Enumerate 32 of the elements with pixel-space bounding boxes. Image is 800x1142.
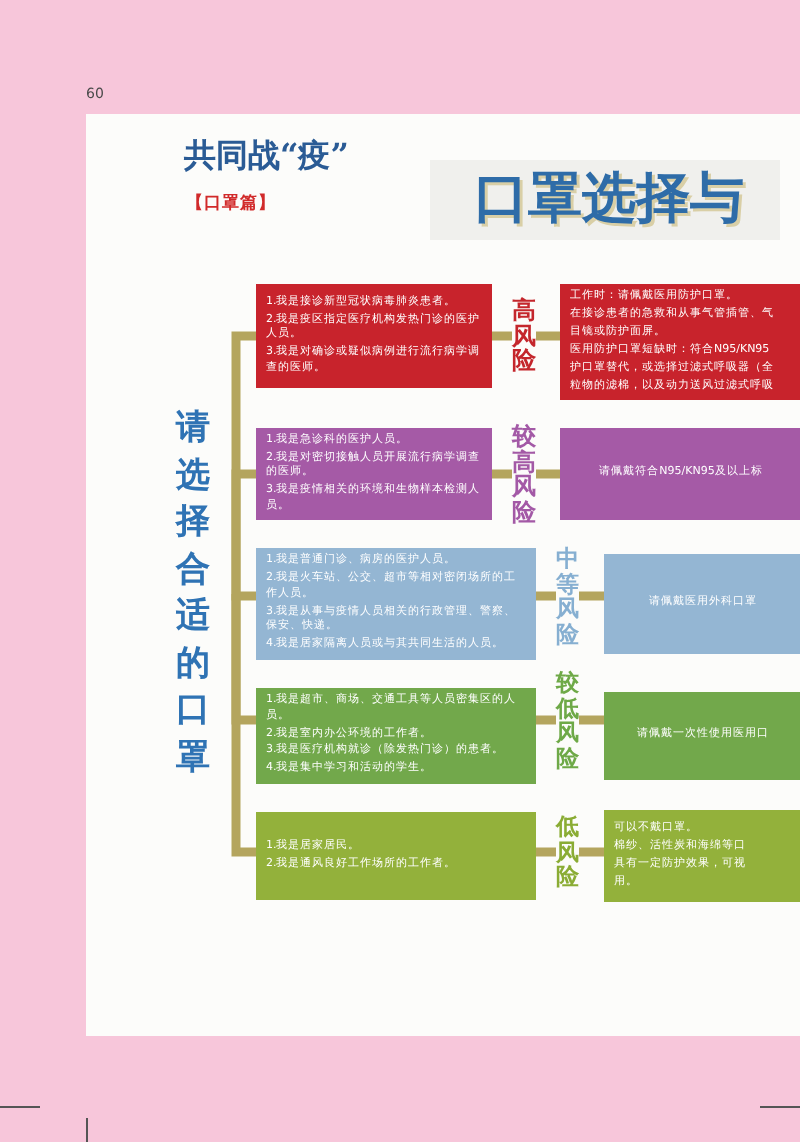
- connector-bar: [579, 847, 604, 857]
- info-box: [256, 428, 492, 520]
- bracket-line: [231, 591, 256, 601]
- bracket-line: [231, 594, 256, 857]
- connector-bar: [492, 469, 512, 479]
- info-box: [256, 284, 492, 388]
- bracket-line: [231, 469, 256, 594]
- risk-label: 中等风险: [556, 546, 579, 646]
- connector-bar: [579, 591, 604, 601]
- connector-bar: [536, 847, 556, 857]
- connector-bar: [536, 331, 560, 341]
- advice-box: [560, 428, 800, 520]
- risk-label: 较高风险: [512, 424, 536, 524]
- risk-label: 较低风险: [556, 670, 579, 770]
- advice-box: [604, 810, 800, 902]
- connector-bar: [536, 715, 556, 725]
- connector-bar: [579, 715, 604, 725]
- advice-box: [604, 692, 800, 780]
- connector-bar: [492, 331, 512, 341]
- connector-bar: [536, 591, 556, 601]
- risk-label: 低风险: [556, 814, 579, 889]
- advice-box: [560, 284, 800, 400]
- title: 口罩选择与: [430, 160, 780, 240]
- advice-box: [604, 554, 800, 654]
- series-title: 共同战“疫”: [184, 138, 349, 175]
- connector-bar: [536, 469, 560, 479]
- info-box: [256, 688, 536, 784]
- info-box: [256, 812, 536, 900]
- info-box: [256, 548, 536, 660]
- vertical-heading: 请选择合适的口罩: [176, 406, 210, 782]
- series-subtitle: 【口罩篇】: [186, 196, 276, 216]
- risk-label: 高风险: [512, 298, 536, 373]
